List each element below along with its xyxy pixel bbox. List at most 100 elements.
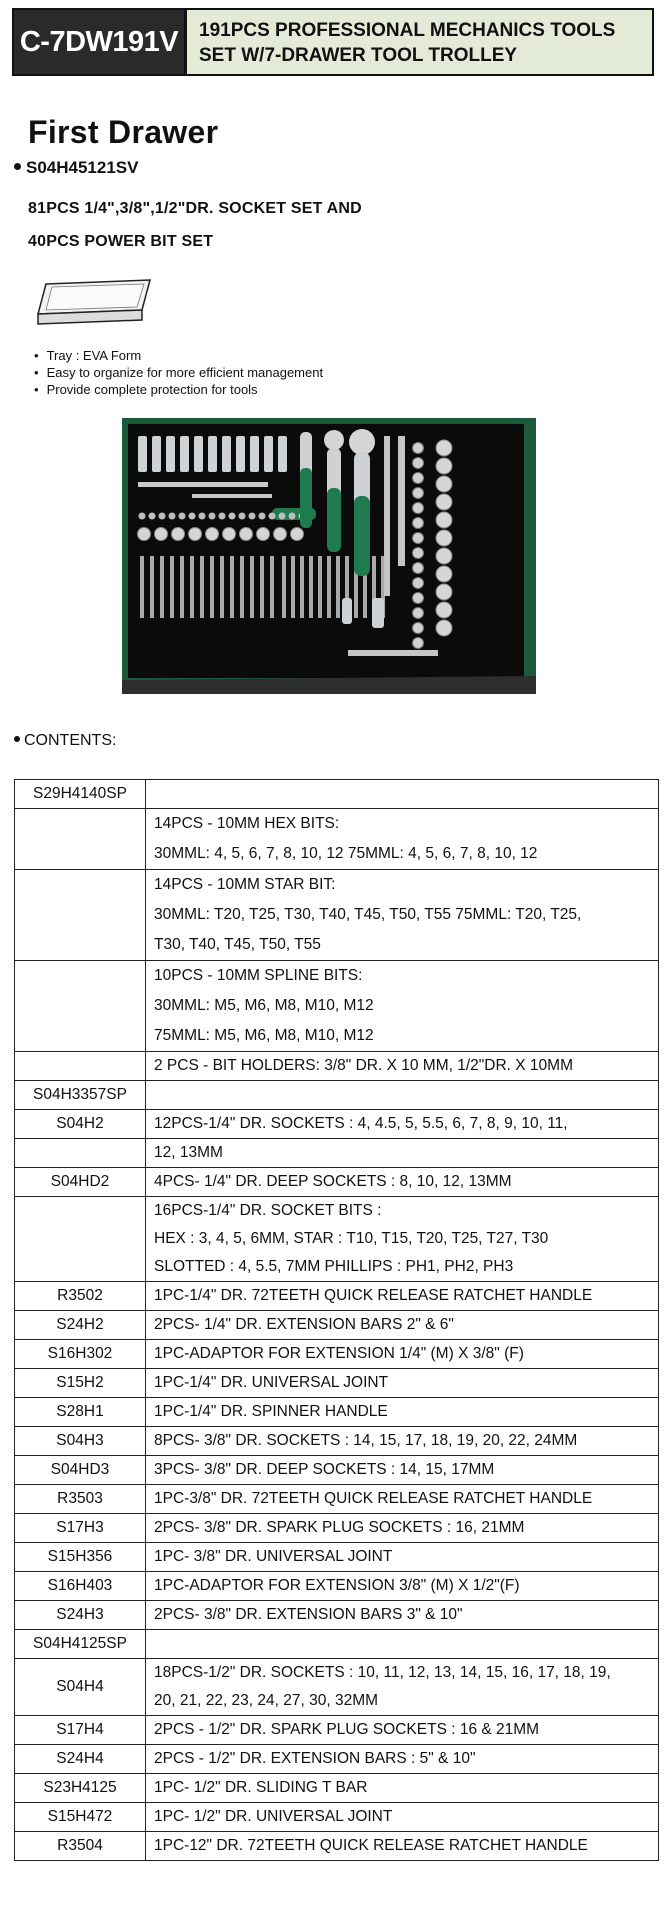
description-cell: [145, 1629, 659, 1659]
part-code-cell: [14, 1051, 146, 1081]
small-socket: [208, 512, 216, 520]
power-bit: [250, 556, 254, 618]
set-description-line-2: 40PCS POWER BIT SET: [28, 233, 214, 250]
description-line: 2PCS- 1/4" DR. EXTENSION BARS 2" & 6": [154, 1316, 454, 1333]
description-cell: 3PCS- 3/8" DR. DEEP SOCKETS : 14, 15, 17…: [145, 1455, 659, 1485]
socket: [435, 565, 453, 583]
description-line: T30, T40, T45, T50, T55: [154, 936, 321, 953]
description-line: 14PCS - 10MM HEX BITS:: [154, 815, 340, 832]
socket: [412, 517, 424, 529]
deep-socket: [264, 436, 273, 472]
small-socket: [248, 512, 256, 520]
product-title-line-1: 191PCS PROFESSIONAL MECHANICS TOOLS: [199, 20, 616, 41]
power-bit: [230, 556, 234, 618]
description-cell: 1PC- 3/8" DR. UNIVERSAL JOINT: [145, 1542, 659, 1572]
sliding-t-bar: [348, 650, 438, 656]
part-code-cell: S15H356: [14, 1542, 146, 1572]
power-bit: [291, 556, 295, 618]
description-cell: 2PCS - 1/2" DR. SPARK PLUG SOCKETS : 16 …: [145, 1715, 659, 1745]
part-code-cell: S04HD2: [14, 1167, 146, 1197]
description-cell: 1PC-3/8" DR. 72TEETH QUICK RELEASE RATCH…: [145, 1484, 659, 1514]
deep-socket: [180, 436, 189, 472]
description-line: 1PC-ADAPTOR FOR EXTENSION 1/4" (M) X 3/8…: [154, 1345, 524, 1362]
socket: [154, 527, 168, 541]
power-bit: [381, 556, 385, 618]
description-line: 10PCS - 10MM SPLINE BITS:: [154, 967, 363, 984]
description-cell: 1PC-ADAPTOR FOR EXTENSION 3/8" (M) X 1/2…: [145, 1571, 659, 1601]
socket: [435, 547, 453, 565]
part-code-cell: S24H4: [14, 1744, 146, 1774]
table-row: 14PCS - 10MM HEX BITS:30MML: 4, 5, 6, 7,…: [14, 808, 659, 870]
tool-tray-photo: [122, 418, 536, 694]
socket: [435, 619, 453, 637]
socket: [435, 493, 453, 511]
small-socket: [268, 512, 276, 520]
description-line: 14PCS - 10MM STAR BIT:: [154, 876, 336, 893]
small-socket: [168, 512, 176, 520]
socket: [273, 527, 287, 541]
socket: [435, 457, 453, 475]
description-line: 3PCS- 3/8" DR. DEEP SOCKETS : 14, 15, 17…: [154, 1461, 495, 1478]
power-bit: [327, 556, 331, 618]
part-code-cell: S17H3: [14, 1513, 146, 1543]
part-code-cell: S16H403: [14, 1571, 146, 1601]
description-cell: 18PCS-1/2" DR. SOCKETS : 10, 11, 12, 13,…: [145, 1658, 659, 1716]
table-row: 14PCS - 10MM STAR BIT:30MML: T20, T25, T…: [14, 869, 659, 961]
table-row: 2 PCS - BIT HOLDERS: 3/8" DR. X 10 MM, 1…: [14, 1051, 659, 1081]
description-cell: 2 PCS - BIT HOLDERS: 3/8" DR. X 10 MM, 1…: [145, 1051, 659, 1081]
socket: [435, 511, 453, 529]
description-cell: 14PCS - 10MM STAR BIT:30MML: T20, T25, T…: [145, 869, 659, 961]
feature-item: Provide complete protection for tools: [34, 381, 323, 398]
deep-socket: [236, 436, 245, 472]
description-line: 1PC-12" DR. 72TEETH QUICK RELEASE RATCHE…: [154, 1837, 588, 1854]
small-socket: [178, 512, 186, 520]
part-code-cell: R3503: [14, 1484, 146, 1514]
part-code-cell: S04H2: [14, 1109, 146, 1139]
table-row: S15H356 1PC- 3/8" DR. UNIVERSAL JOINT: [14, 1542, 659, 1572]
ratchet-handle: [354, 496, 370, 576]
small-socket: [188, 512, 196, 520]
set-code-text: S04H45121SV: [26, 158, 139, 177]
power-bit: [318, 556, 322, 618]
socket: [412, 592, 424, 604]
bullet-icon: [14, 163, 21, 170]
deep-socket: [194, 436, 203, 472]
feature-item: Easy to organize for more efficient mana…: [34, 364, 324, 381]
deep-socket: [250, 436, 259, 472]
small-socket: [158, 512, 166, 520]
contents-heading-text: CONTENTS:: [24, 732, 117, 749]
power-bit: [372, 556, 376, 618]
tools-group: [137, 429, 453, 656]
socket: [435, 601, 453, 619]
description-cell: 14PCS - 10MM HEX BITS:30MML: 4, 5, 6, 7,…: [145, 808, 659, 870]
small-socket: [228, 512, 236, 520]
socket: [222, 527, 236, 541]
description-line: 1PC-3/8" DR. 72TEETH QUICK RELEASE RATCH…: [154, 1490, 593, 1507]
part-code-cell: S04HD3: [14, 1455, 146, 1485]
description-line: 1PC-1/4" DR. UNIVERSAL JOINT: [154, 1374, 389, 1391]
feature-item: Tray : EVA Form: [34, 347, 323, 364]
deep-socket: [222, 436, 231, 472]
product-title: 191PCS PROFESSIONAL MECHANICS TOOLS SET …: [184, 10, 652, 74]
small-socket: [218, 512, 226, 520]
description-line: 20, 21, 22, 23, 24, 27, 30, 32MM: [154, 1692, 379, 1709]
universal-joint: [372, 598, 384, 628]
description-line: 1PC-1/4" DR. 72TEETH QUICK RELEASE RATCH…: [154, 1287, 593, 1304]
description-line: [154, 1630, 658, 1658]
description-line: 30MML: M5, M6, M8, M10, M12: [154, 997, 374, 1014]
deep-socket: [152, 436, 161, 472]
part-code-cell: S24H2: [14, 1310, 146, 1340]
description-cell: 8PCS- 3/8" DR. SOCKETS : 14, 15, 17, 18,…: [145, 1426, 659, 1456]
power-bit: [180, 556, 184, 618]
extension-bar: [384, 436, 390, 596]
power-bit: [354, 556, 358, 618]
socket: [412, 457, 424, 469]
part-code-cell: R3502: [14, 1281, 146, 1311]
description-line: 4PCS- 1/4" DR. DEEP SOCKETS : 8, 10, 12,…: [154, 1173, 512, 1190]
